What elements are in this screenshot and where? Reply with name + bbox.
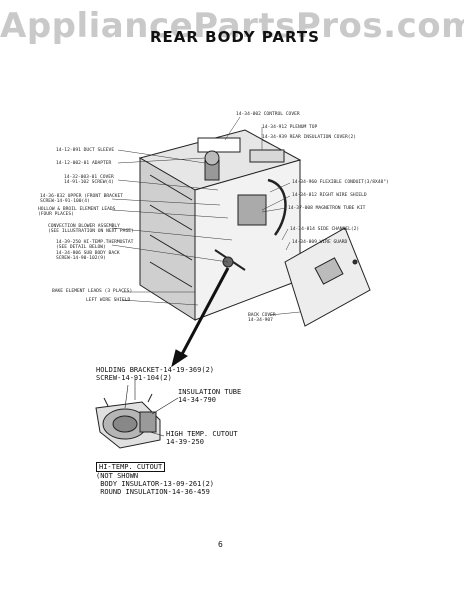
label-left-wire-shield: LEFT WIRE SHIELD — [86, 298, 131, 303]
label-cover-screw: 14-32-003-01 COVER 14-91-102 SCREW(4) — [64, 175, 114, 186]
label-hi-temp-thermostat: 14-39-250 HI-TEMP.THERMOSTAT (SEE DETAIL… — [56, 240, 134, 262]
detail-boxed-label: HI-TEMP. CUTOUT — [96, 462, 166, 472]
label-convection-blower: CONVECTION BLOWER ASSEMBLY (SEE ILLUSTRA… — [48, 224, 134, 235]
label-wire-guard: 14-34-809 WIRE GUARD — [292, 240, 348, 245]
detail-insulation-tube: INSULATION TUBE 14-34-790 — [178, 388, 242, 404]
label-control-cover: 14-34-002 CONTROL COVER — [236, 112, 300, 117]
magnetron-tube — [237, 194, 267, 226]
label-broil-element-leads: HOLLOW & BROIL ELEMENT LEADS (FOUR PLACE… — [38, 207, 116, 218]
label-upper-front-bracket: 14-36-832 UPPER (FRONT BRACKET SCREW-14-… — [40, 194, 123, 205]
detail-high-temp-cutout: HIGH TEMP. CUTOUT 14-39-250 — [166, 430, 238, 446]
page-title: REAR BODY PARTS — [150, 28, 320, 46]
watermark: AppliancePartsPros.com — [0, 6, 464, 46]
label-adapter: 14-12-002-01 ADAPTER — [56, 161, 112, 166]
cutout-detail — [95, 378, 179, 449]
detail-holding-bracket: HOLDING BRACKET-14-19-369(2) — [96, 366, 215, 374]
detail-not-shown: (NOT SHOWN BODY INSULATOR-13-09-261(2) R… — [96, 472, 215, 496]
adapter — [204, 150, 220, 166]
detail-screw: SCREW-14-91-104(2) — [96, 374, 172, 382]
label-right-wire-shield: 14-34-812 RIGHT WIRE SHIELD — [292, 193, 367, 198]
detail-arrow — [171, 267, 230, 368]
back-cover — [284, 227, 371, 327]
oven-body — [138, 129, 302, 321]
label-rear-insulation-cover: 14-34-939 REAR INSULATION COVER(2) — [262, 135, 357, 140]
control-cover — [197, 137, 241, 153]
label-side-channel: 14-34-814 SIDE CHANNEL(2) — [290, 227, 360, 232]
label-bake-element-leads: BAKE ELEMENT LEADS (3 PLACES) — [52, 289, 133, 294]
label-plenum-top: 14-34-912 PLENUM TOP — [262, 125, 318, 130]
plenum-top — [249, 149, 285, 163]
label-duct-sleeve: 14-12-891 DUCT SLEEVE — [56, 148, 115, 153]
label-flexible-conduit: 14-34-960 FLEXIBLE CONDUIT(3/8X48") — [292, 180, 389, 185]
label-magnetron-tube-kit: 14-37-008 MAGNETRON TUBE KIT — [288, 206, 366, 211]
page-number: 6 — [218, 540, 223, 549]
label-back-cover: BACK COVER 14-34-907 — [248, 313, 276, 324]
leader-lines — [111, 116, 301, 316]
flexible-conduit — [267, 178, 287, 236]
